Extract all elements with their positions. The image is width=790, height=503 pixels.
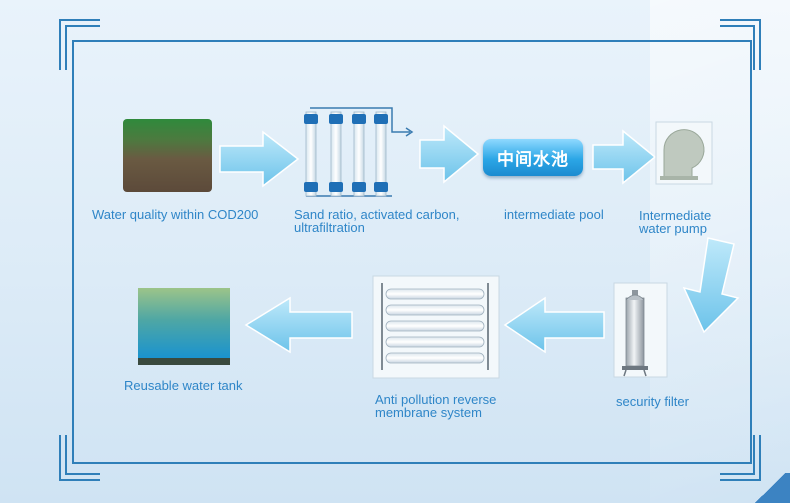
membrane-system-icon <box>372 275 500 379</box>
label-water-quality: Water quality within COD200 <box>92 207 259 222</box>
flow-arrow-5 <box>503 296 605 354</box>
flow-arrow-2 <box>419 124 480 184</box>
label-reusable-tank: Reusable water tank <box>124 378 243 393</box>
intermediate-pool-icon: 中间水池 <box>483 139 583 176</box>
label-security-filter: security filter <box>616 394 689 409</box>
flow-arrow-1 <box>219 130 300 188</box>
diagram-frame <box>72 40 752 464</box>
label-anti-pollution: Anti pollution reverse membrane system <box>375 392 497 420</box>
flow-arrow-6 <box>244 296 353 354</box>
label-water-pump: Intermediate water pump <box>639 208 712 236</box>
flow-arrow-4 <box>682 237 740 334</box>
security-filter-icon <box>613 282 668 378</box>
label-intermediate-pool: intermediate pool <box>504 207 604 222</box>
filtration-columns-icon <box>304 107 414 197</box>
intermediate-pool-icon-text: 中间水池 <box>497 150 569 169</box>
flow-arrow-3 <box>592 129 657 185</box>
raw-water-icon <box>123 119 212 192</box>
corner-accent <box>750 473 790 503</box>
water-tank-icon <box>138 288 230 365</box>
label-sand-ratio: Sand ratio, activated carbon, ultrafiltr… <box>294 207 460 235</box>
water-pump-icon <box>655 121 713 185</box>
